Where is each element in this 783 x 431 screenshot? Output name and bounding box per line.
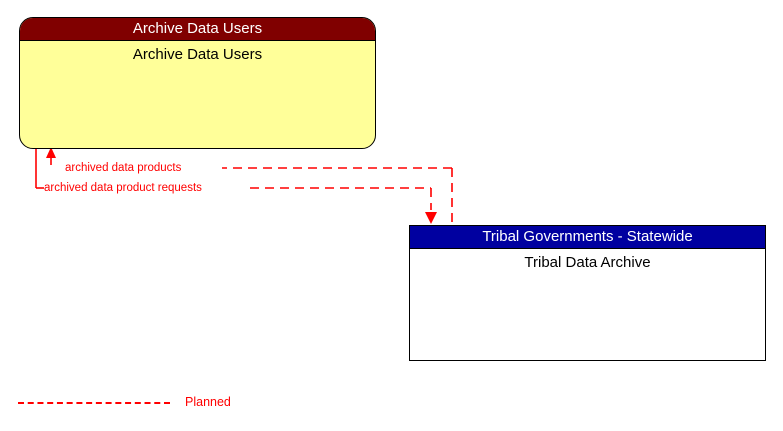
flow-label-archived-data-products[interactable]: archived data products [65,162,182,174]
entity-body-tribal-data-archive: Tribal Data Archive [524,254,651,271]
entity-header-archive-data-users: Archive Data Users [20,18,375,41]
entity-body-archive-data-users: Archive Data Users [132,46,263,63]
entity-box-archive-data-users[interactable]: Archive Data Users Archive Data Users [19,17,376,149]
legend [0,392,783,418]
legend-line-planned-icon [18,402,170,404]
flow-archived-data-product-requests-arrowhead-icon [425,212,437,224]
entity-header-tribal-governments-statewide: Tribal Governments - Statewide [410,226,765,249]
legend-label-planned: Planned [185,395,231,409]
flow-label-archived-data-product-requests[interactable]: archived data product requests [44,182,202,194]
entity-box-tribal-data-archive[interactable]: Tribal Governments - Statewide Tribal Da… [409,225,766,361]
